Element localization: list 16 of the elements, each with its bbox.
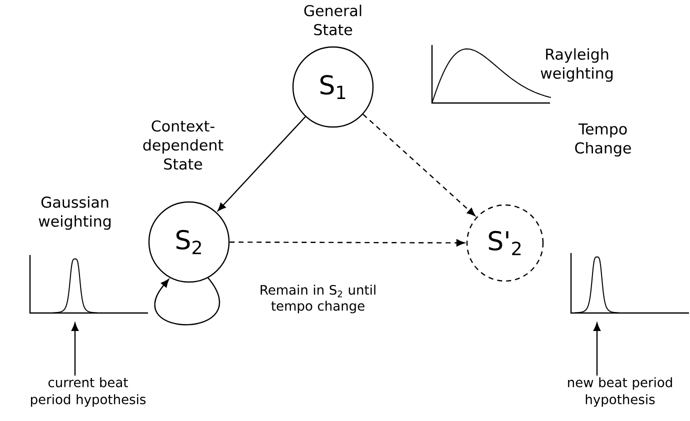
state-caption: Gaussian weighting	[38, 196, 111, 230]
arrow	[362, 114, 476, 216]
hypothesis-label: new beat period hypothesis	[568, 377, 672, 407]
arrow	[593, 322, 601, 376]
state-caption: Context-dependent State	[143, 120, 224, 170]
weighting-plot-drawing	[570, 253, 689, 314]
hypothesis-label: current beat period hypothesis	[31, 377, 146, 407]
arrow	[154, 278, 220, 326]
weighting-plot-drawing	[29, 255, 148, 314]
state-caption: Tempo Change	[575, 123, 631, 157]
arrow	[230, 239, 465, 246]
state-caption: Rayleigh weighting	[540, 48, 613, 82]
state-caption: General State	[304, 4, 362, 36]
arrow	[71, 322, 79, 376]
edge-label: Remain in S$_{2}$ until tempo change	[258, 284, 378, 314]
arrow	[218, 116, 306, 212]
